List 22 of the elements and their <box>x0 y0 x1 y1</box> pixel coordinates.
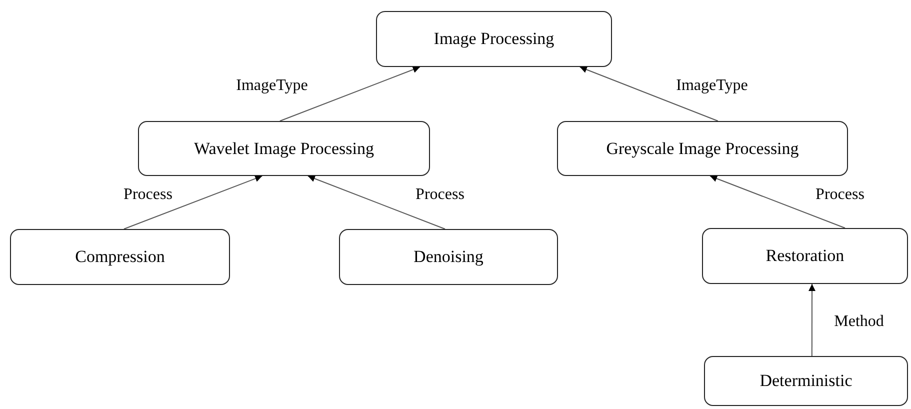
node-label: Restoration <box>766 245 844 267</box>
edge-label: ImageType <box>674 78 750 94</box>
arrow <box>808 284 816 356</box>
arrow <box>307 175 446 230</box>
process-box <box>376 11 612 67</box>
node-label: Deterministic <box>760 370 852 392</box>
edge-label: ImageType <box>234 78 310 94</box>
arrow <box>279 66 420 122</box>
node-label: Compression <box>75 246 165 268</box>
process-box <box>557 121 848 176</box>
arrow <box>123 175 263 230</box>
arrow <box>710 175 846 228</box>
node-label: Image Processing <box>434 28 554 50</box>
process-box <box>339 229 558 285</box>
process-box <box>138 121 430 176</box>
node-label: Greyscale Image Processing <box>606 138 799 160</box>
node-label: Denoising <box>414 246 484 268</box>
arrow <box>579 66 718 122</box>
node-label: Wavelet Image Processing <box>194 138 374 160</box>
process-box <box>702 228 908 284</box>
process-box <box>704 356 908 406</box>
process-box <box>10 229 230 285</box>
